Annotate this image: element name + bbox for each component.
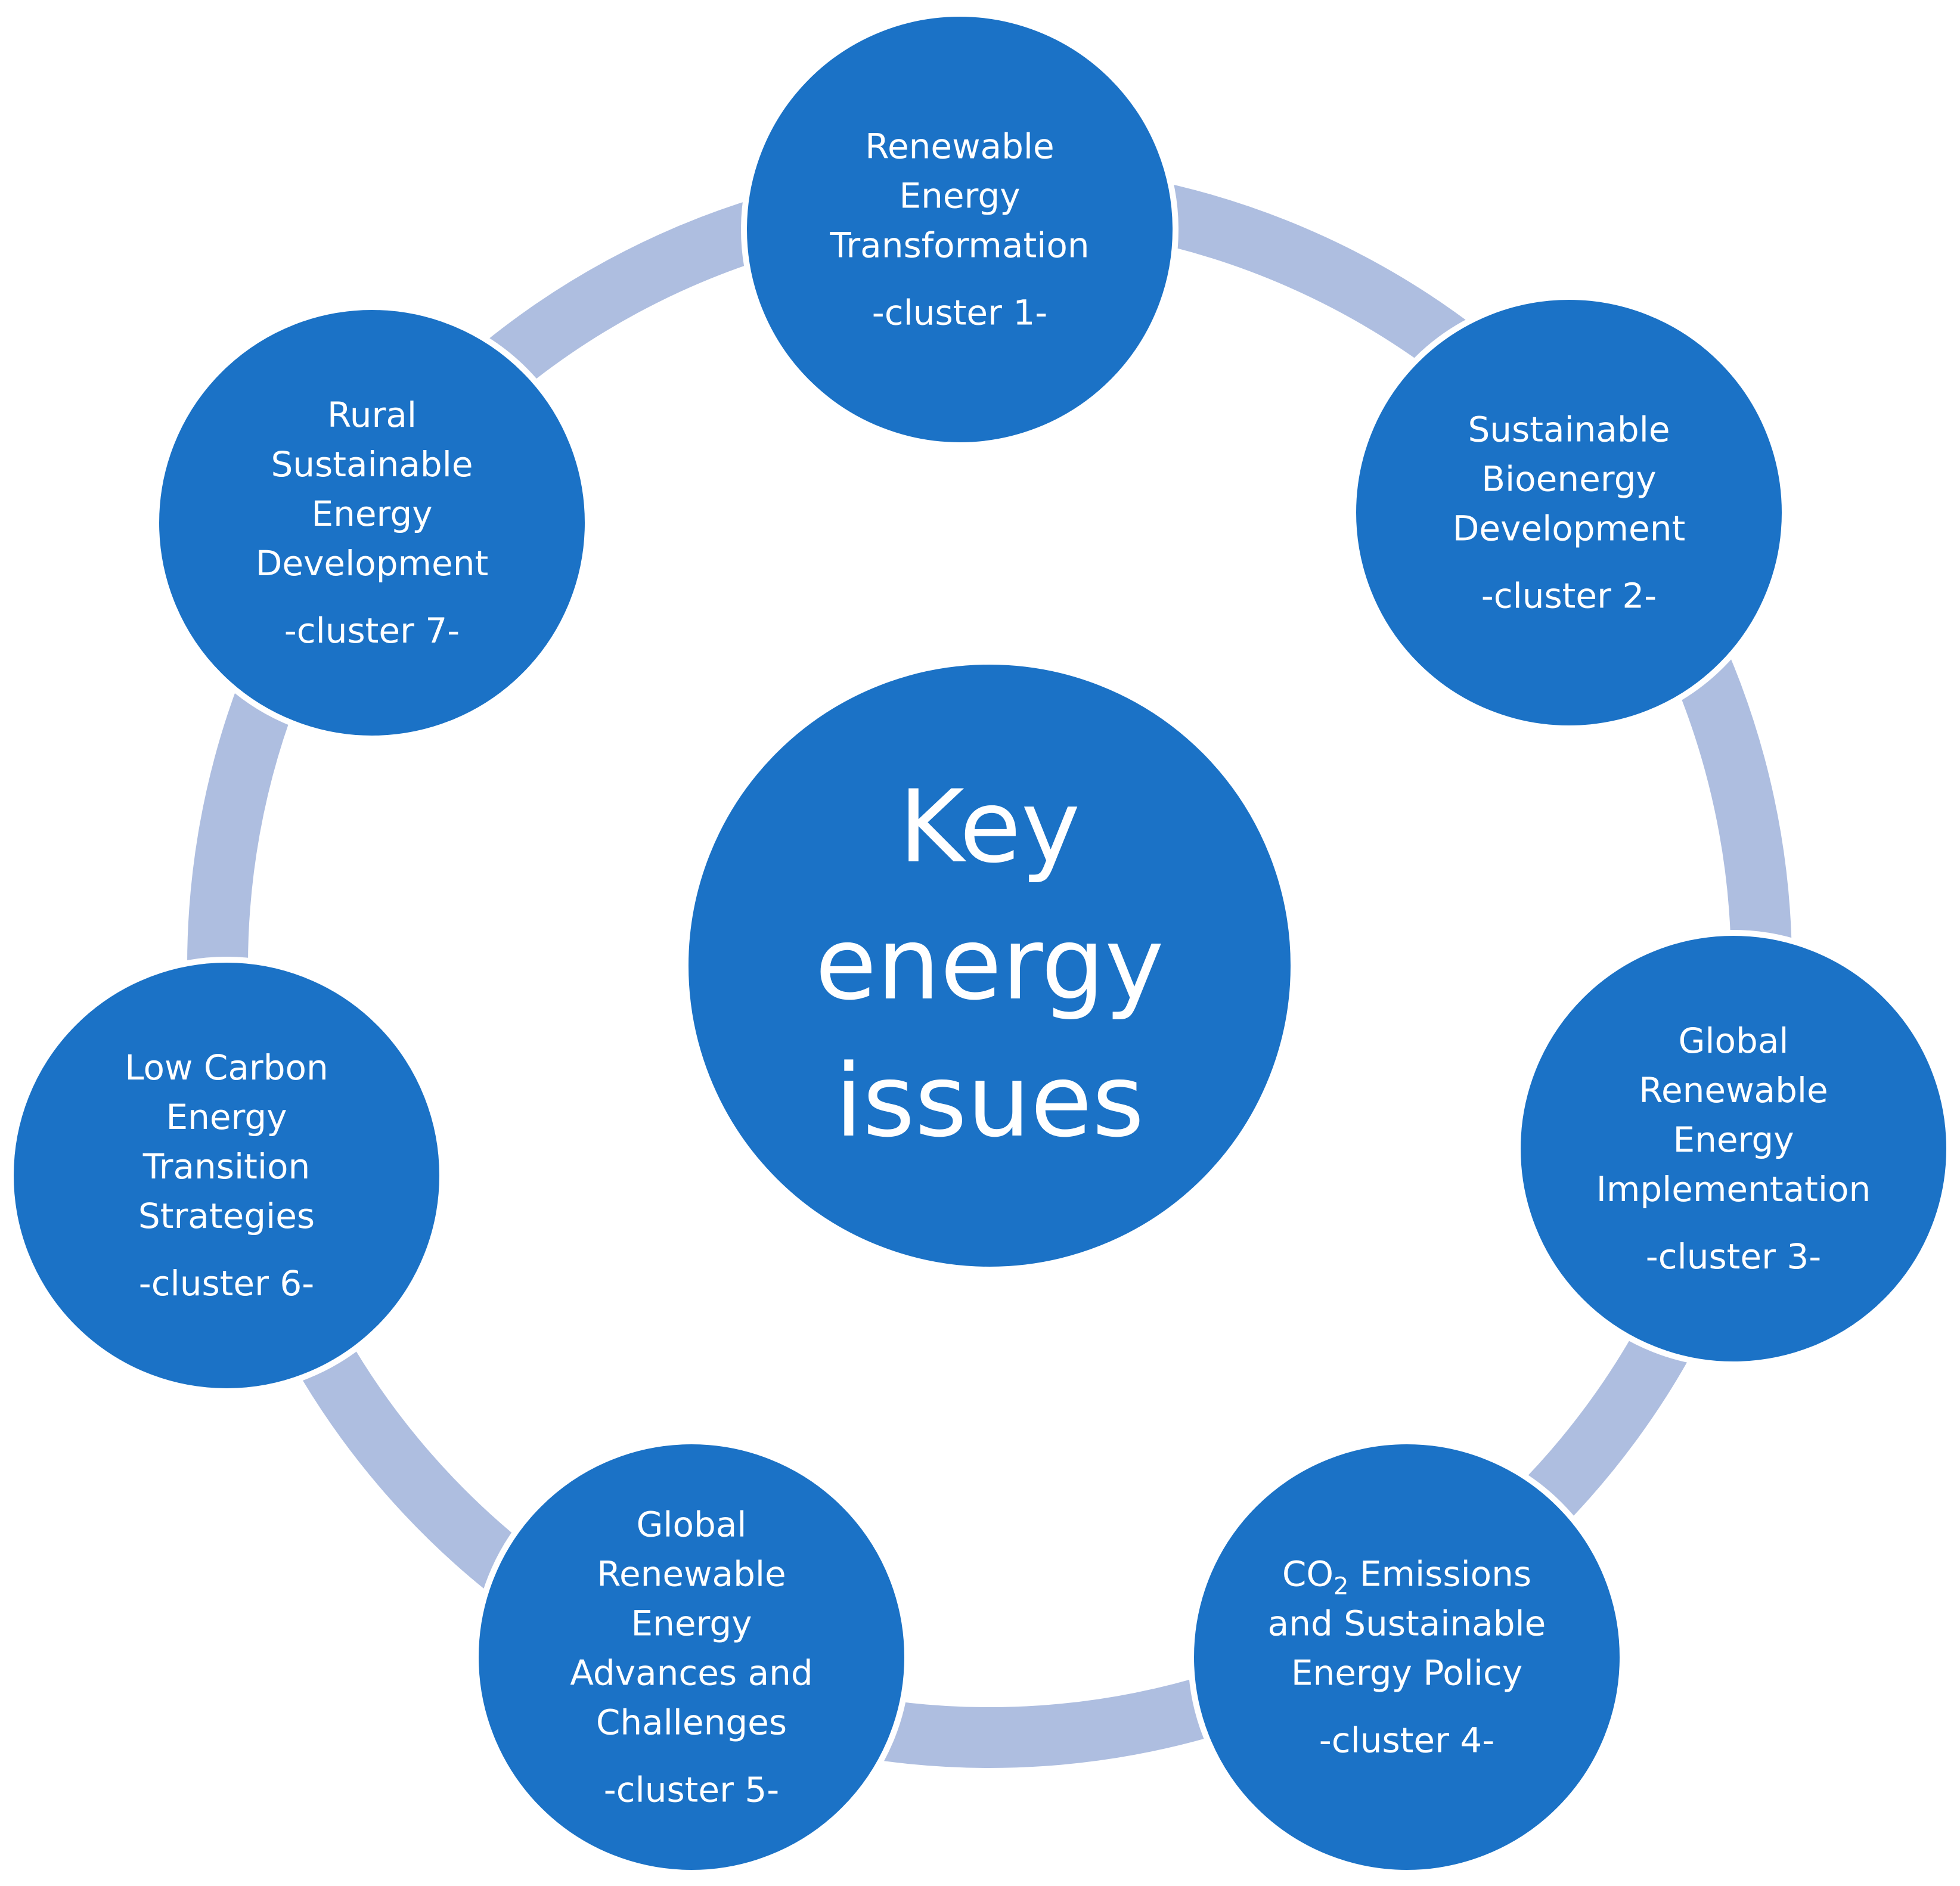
center-circle [683, 659, 1297, 1273]
cluster-title-line: Low Carbon [125, 1047, 328, 1088]
cluster-title-line: Renewable [1639, 1070, 1828, 1110]
cluster-title-line: Energy [631, 1603, 752, 1644]
cluster-title-line: Energy [166, 1097, 287, 1137]
cluster-title-line: Energy [311, 494, 432, 534]
center-node: Key energy issues [683, 659, 1297, 1273]
center-title-line: energy [815, 905, 1164, 1022]
cluster-title-line: Transformation [829, 225, 1089, 266]
cluster-title-line: Rural [327, 395, 417, 435]
cluster-title-line: Strategies [138, 1196, 315, 1236]
cluster-title-line: Energy [1673, 1119, 1794, 1160]
cluster-circle [1188, 1438, 1626, 1876]
cluster-circle [473, 1438, 910, 1876]
cluster-title-line: Renewable [597, 1554, 786, 1595]
cluster-title-line: Renewable [865, 126, 1054, 167]
cluster-title-line: Advances and [570, 1653, 812, 1693]
cluster-title-line: Energy Policy [1291, 1653, 1522, 1693]
cluster-title-line: Transition [142, 1146, 310, 1187]
cluster-title-line: Development [1453, 508, 1685, 549]
cluster-label: -cluster 2- [1481, 576, 1657, 616]
cluster-title-line: Challenges [596, 1702, 787, 1743]
cluster-title-line: Global [1678, 1020, 1788, 1061]
center-title-line: issues [835, 1043, 1144, 1159]
cluster-title-line: Implementation [1596, 1169, 1871, 1209]
cluster-circle [741, 11, 1179, 448]
cluster-label: -cluster 5- [604, 1770, 779, 1810]
center-title-line: Key [899, 768, 1081, 885]
cluster-title-line: Sustainable [1468, 410, 1670, 450]
cluster-title-line: and Sustainable [1268, 1603, 1546, 1644]
cluster-circle [1515, 930, 1952, 1367]
cluster-label: -cluster 6- [139, 1263, 314, 1304]
cluster-title-line: Global [636, 1505, 746, 1545]
cluster-title-line: CO2 Emissions [1282, 1554, 1531, 1600]
cluster-label: -cluster 4- [1319, 1720, 1494, 1761]
cluster-title-line: Development [256, 543, 488, 584]
cluster-label: -cluster 3- [1646, 1236, 1821, 1277]
cluster-label: -cluster 1- [872, 293, 1047, 333]
cluster-title-line: Sustainable [271, 444, 473, 485]
cluster-circle [1350, 294, 1788, 731]
cluster-title-line: Bioenergy [1481, 459, 1656, 500]
cluster-circle [153, 304, 591, 742]
cluster-circle [8, 957, 445, 1394]
cluster-label: -cluster 7- [284, 610, 460, 651]
cluster-title-line: Energy [899, 176, 1020, 216]
